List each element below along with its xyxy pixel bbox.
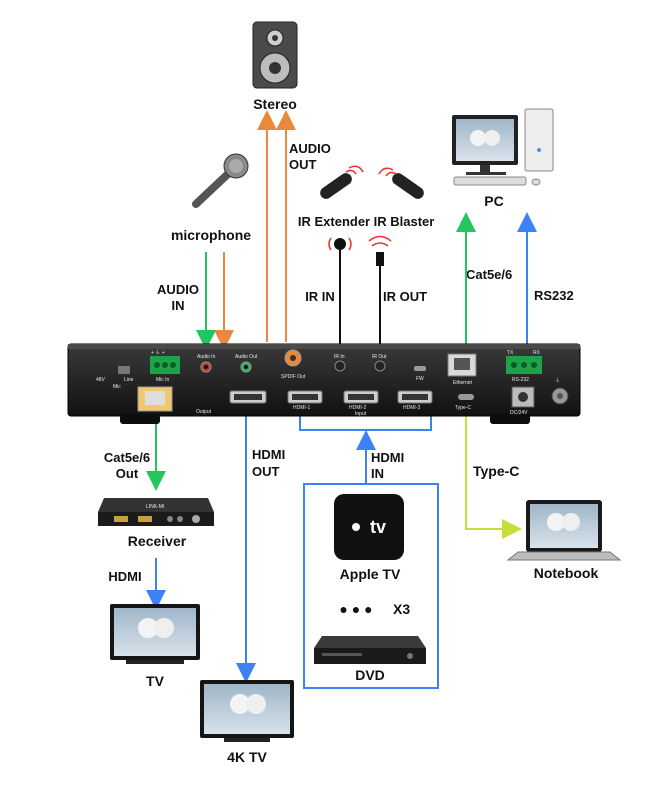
pc-icon xyxy=(452,108,554,186)
pc-label: PC xyxy=(484,193,503,209)
microphone-icon xyxy=(192,153,249,208)
hdmi-out-label-2: OUT xyxy=(252,464,280,479)
audio-out-label-2: OUT xyxy=(289,157,317,172)
tv-icon xyxy=(110,604,200,664)
panel-output: Output xyxy=(196,409,212,415)
panel-audio-in: Audio In xyxy=(197,354,216,360)
apple-tv-logo: tv xyxy=(370,517,386,537)
panel-fw: FW xyxy=(416,376,424,382)
panel-input: Input xyxy=(355,411,367,417)
ir-in-label: IR IN xyxy=(305,289,335,304)
hdmi-out-label-1: HDMI xyxy=(252,447,285,462)
notebook-label: Notebook xyxy=(534,565,599,581)
type-c-label: Type-C xyxy=(473,463,519,479)
cat5-out-label-1: Cat5e/6 xyxy=(104,450,150,465)
hdmi-label: HDMI xyxy=(108,569,141,584)
receiver-label: Receiver xyxy=(128,533,187,549)
panel-rs232: RS-232 xyxy=(512,377,529,383)
panel-dc: DC/24V xyxy=(510,410,528,416)
panel-line: Line xyxy=(124,377,134,383)
panel-mic: Mic xyxy=(113,384,121,390)
dots-label: ● ● ● xyxy=(339,601,372,617)
speaker-icon xyxy=(252,21,298,89)
ir-extender-label: IR Extender xyxy=(298,214,370,229)
panel-plus-minus: + ⏚ + xyxy=(151,349,165,356)
panel-ir-out: IR Out xyxy=(372,354,387,360)
x3-label: X3 xyxy=(393,601,410,617)
panel-48v: 48V xyxy=(96,377,106,383)
panel-audio-out: Audio Out xyxy=(235,354,258,360)
panel-type-c: Type-C xyxy=(455,405,472,411)
type-c-line xyxy=(465,415,522,539)
panel-hdmi2: HDMI-2 xyxy=(349,405,366,411)
receiver-brand: LINK-MI xyxy=(146,504,164,510)
panel-ethernet: Ethernet xyxy=(453,380,473,386)
audio-in-label-2: IN xyxy=(172,298,185,313)
ir-blaster-icon xyxy=(378,167,424,199)
ir-blaster-label: IR Blaster xyxy=(374,214,435,229)
ir-out-label: IR OUT xyxy=(383,289,427,304)
rs232-label: RS232 xyxy=(534,288,574,303)
panel-hdmi1: HDMI-1 xyxy=(293,405,310,411)
audio-out-label-1: AUDIO xyxy=(289,141,331,156)
cat5-right-label: Cat5e/6 xyxy=(466,267,512,282)
notebook-icon xyxy=(506,500,622,561)
dvd-label: DVD xyxy=(355,667,385,683)
ir-sensor-icon xyxy=(328,237,352,251)
four-k-tv-icon xyxy=(200,680,294,742)
hdmi-in-label-1: HDMI xyxy=(371,450,404,465)
microphone-label: microphone xyxy=(171,227,251,243)
panel-tx: TX xyxy=(507,350,514,356)
hdmi-in-label-2: IN xyxy=(371,466,384,481)
panel-spdif-out: SPDIF Out xyxy=(281,374,306,380)
stereo-label: Stereo xyxy=(253,96,297,112)
receiver-icon: LINK-MI xyxy=(98,498,214,526)
four-k-tv-label: 4K TV xyxy=(227,749,267,765)
dvd-icon xyxy=(314,636,426,664)
source-box xyxy=(303,483,439,689)
panel-rx: RX xyxy=(533,350,541,356)
panel-mic-in: Mic In xyxy=(156,377,170,383)
matrix-device: 48V Mic Line + ⏚ + Mic In Audio In Audio… xyxy=(67,343,581,424)
apple-tv-label: Apple TV xyxy=(340,566,401,582)
ir-extender-icon xyxy=(320,165,364,199)
svg-text:⏚: ⏚ xyxy=(555,377,560,384)
cat5-out-label-2: Out xyxy=(116,466,139,481)
panel-ir-in: IR In xyxy=(334,354,345,360)
audio-in-label-1: AUDIO xyxy=(157,282,199,297)
ir-emitter-icon xyxy=(368,235,392,266)
tv-label: TV xyxy=(146,673,165,689)
apple-tv-icon: tv xyxy=(334,494,404,560)
panel-hdmi3: HDMI-3 xyxy=(403,405,420,411)
